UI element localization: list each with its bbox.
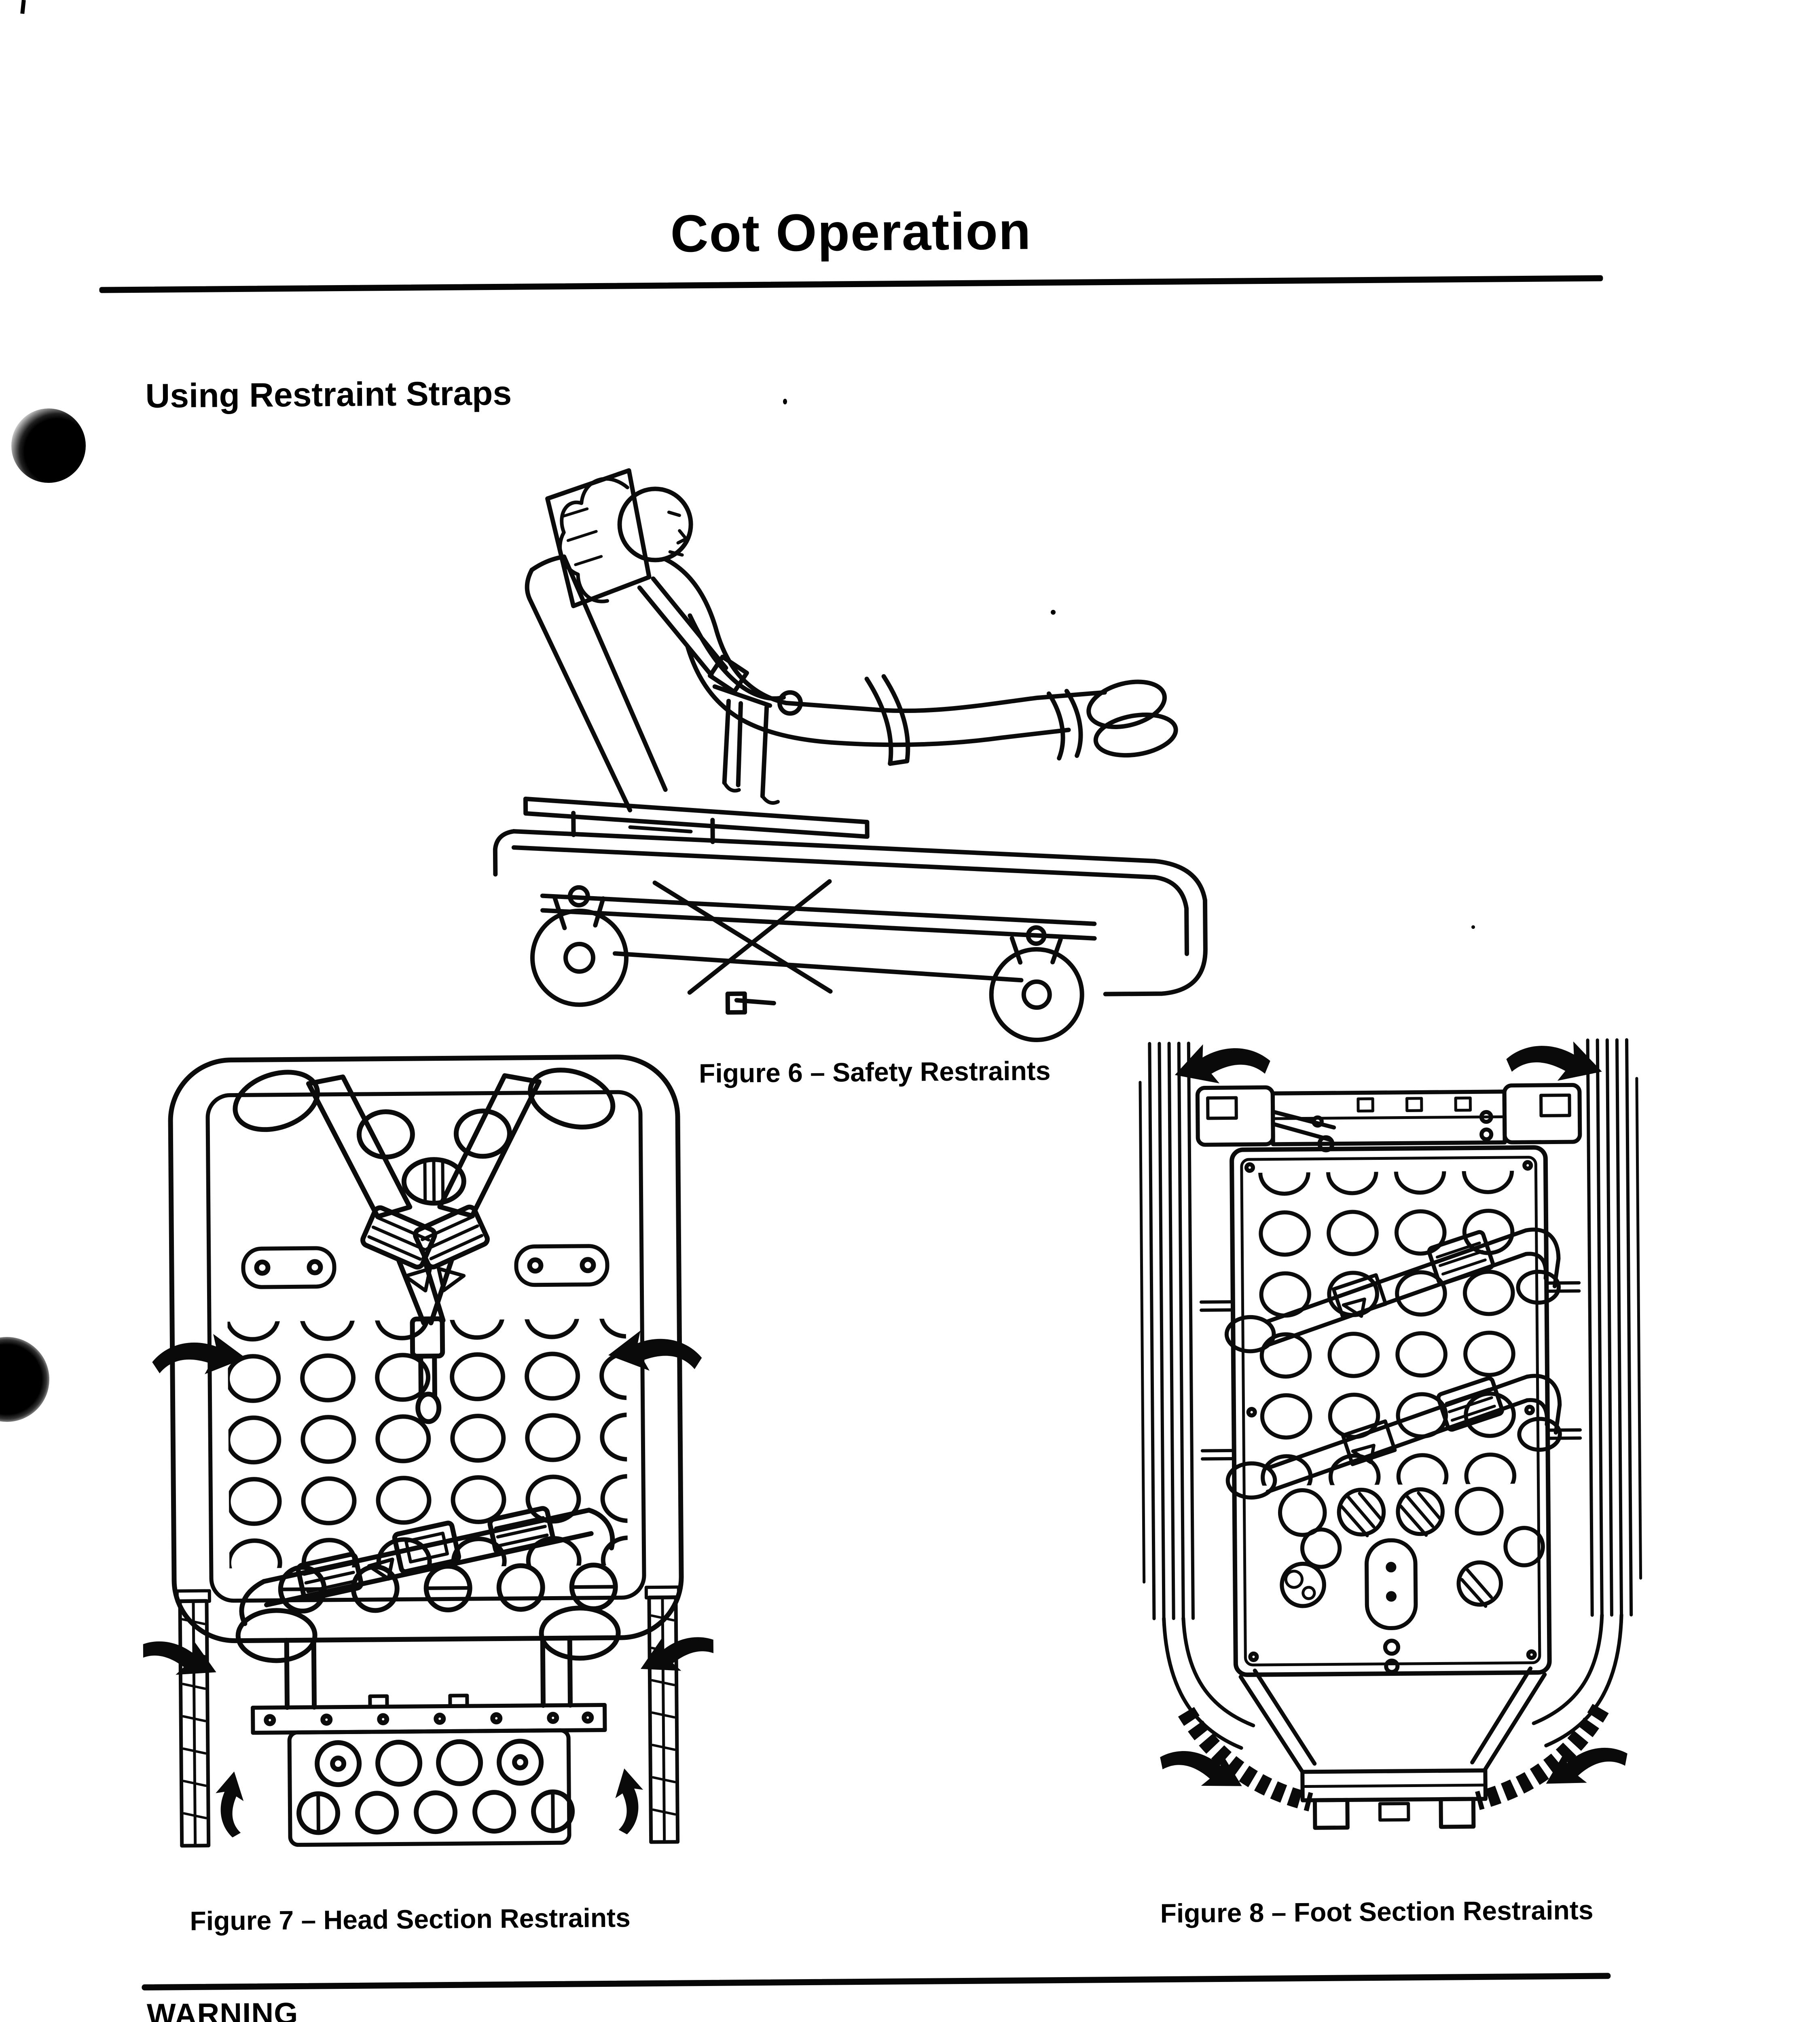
patient-body: [663, 557, 1107, 713]
figure6-safety-restraints-illustration: [493, 468, 1208, 1043]
scan-speck: [1471, 925, 1475, 929]
figure7-head-section-illustration: [138, 1054, 715, 1848]
patient-shoe: [1086, 679, 1167, 729]
shoulder-strap: [637, 576, 728, 678]
head-section-top-view: [168, 1054, 684, 1848]
lower-platform: [287, 1728, 571, 1847]
figure8-foot-section-illustration: [1139, 1024, 1642, 1830]
strap-buckle: [708, 654, 749, 694]
left-rail: [1148, 1041, 1195, 1620]
scan-speck: [783, 399, 787, 404]
scan-artifact-blob: [11, 408, 86, 483]
caster-wheel: [530, 908, 629, 1007]
track-texture: [1178, 1707, 1313, 1812]
right-shoulder-strap: [437, 1073, 542, 1218]
attachment-arrow-icon: [633, 1615, 715, 1691]
perforated-panel: [227, 1318, 628, 1569]
waist-strap: [712, 684, 772, 708]
figure8-caption: Figure 8 – Foot Section Restraints: [1160, 1895, 1594, 1929]
title-underline: [99, 275, 1603, 293]
hatched-holes: [1278, 1487, 1545, 1608]
attachment-arrow-icon: [606, 1765, 652, 1836]
caster-wheel: [989, 947, 1084, 1043]
main-frame-rail: [511, 829, 1157, 880]
restraint-strap-upper: [1224, 1227, 1561, 1354]
warning-rule-top: [142, 1973, 1611, 1990]
track-texture: [1475, 1704, 1609, 1810]
patient-head: [617, 486, 693, 563]
scan-speck: [1051, 610, 1056, 615]
page-title: Cot Operation: [670, 201, 1032, 263]
leg-strap: [864, 674, 910, 766]
foot-section-top-view: [1139, 1038, 1642, 1830]
backrest-tube: [525, 567, 633, 812]
undercarriage-brace: [652, 879, 833, 995]
foot-end-bumper: [1103, 859, 1208, 996]
right-rail: [1586, 1038, 1633, 1617]
cot-side-view: [493, 468, 1208, 1043]
warning-heading: WARNING: [146, 1996, 298, 2022]
section-heading: Using Restraint Straps: [145, 374, 512, 415]
figure7-caption: Figure 7 – Head Section Restraints: [190, 1902, 631, 1936]
left-shoulder-strap: [306, 1074, 413, 1219]
attachment-arrow-icon: [207, 1768, 253, 1839]
oval-slot: [1364, 1538, 1418, 1631]
side-rail: [523, 796, 870, 839]
